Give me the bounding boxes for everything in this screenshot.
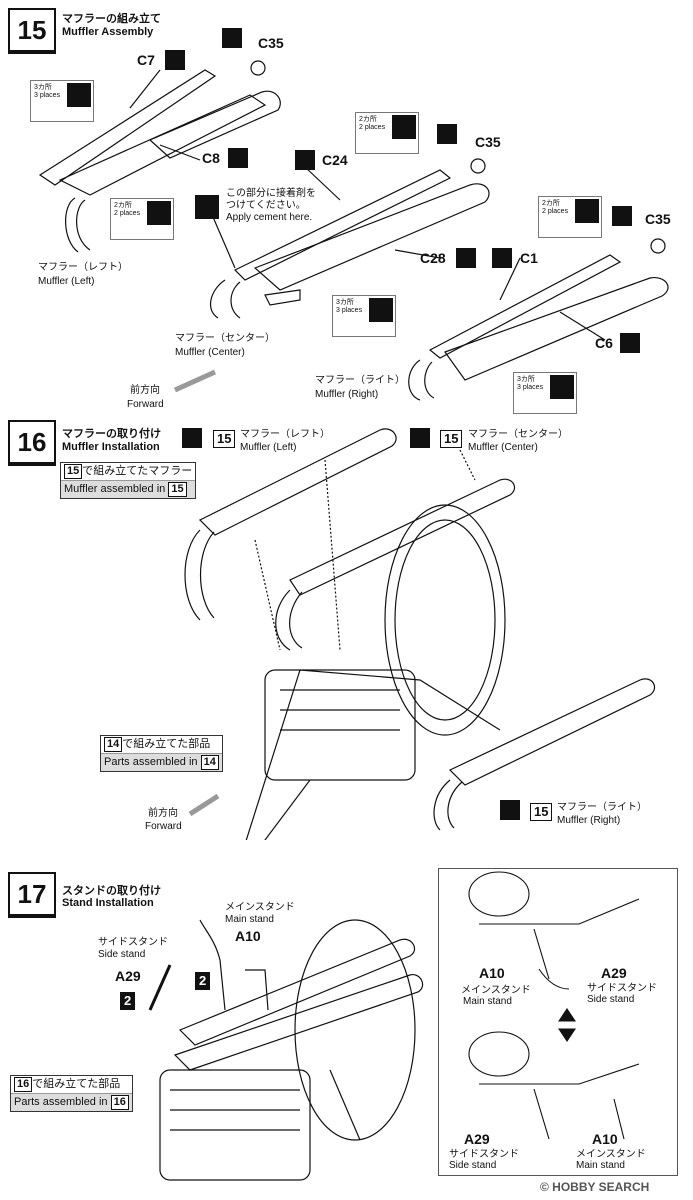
step-16-title-en: Muffler Installation: [62, 441, 160, 453]
cement-icon: [195, 195, 219, 219]
cement-note-jp: この部分に接着剤を つけてください。: [226, 188, 316, 211]
step-15-title-jp: マフラーの組み立て: [62, 13, 161, 25]
part-c6: C6: [595, 335, 613, 351]
cement-note-en: Apply cement here.: [226, 212, 313, 223]
glue-icon: [67, 83, 91, 107]
step-ref-15-center: 15: [440, 430, 463, 448]
step-16-number: 16: [8, 420, 56, 464]
inset-a10-top: A10: [479, 965, 505, 981]
step-15-illustration: [38, 60, 669, 401]
forward-en-16: Forward: [145, 821, 182, 832]
inset-a29-top: A29: [601, 965, 627, 981]
places-3-callout: 3カ所 3 places: [30, 80, 94, 122]
cut-icon: [228, 148, 248, 168]
inset-a29-bottom: A29: [464, 1131, 490, 1147]
step-17-title-jp: スタンドの取り付け: [62, 885, 161, 897]
forward-jp-16: 前方向: [148, 808, 178, 819]
part-c28: C28: [420, 250, 446, 266]
install-muffler-left-jp: マフラー（レフト）: [240, 429, 330, 440]
step-ref-15-left: 15: [213, 430, 236, 448]
glue-icon: [369, 298, 393, 322]
glue-icon: [550, 375, 574, 399]
step-17-title-en: Stand Installation: [62, 897, 154, 909]
step-16-rule: [8, 464, 56, 466]
cut-icon: [492, 248, 512, 268]
part-c8: C8: [202, 150, 220, 166]
cut-icon: [437, 124, 457, 144]
install-muffler-right-jp: マフラー（ライト）: [557, 802, 647, 813]
forward-jp: 前方向: [130, 385, 160, 396]
inset-side-en-bottom: Side stand: [449, 1160, 497, 1171]
cut-icon: [410, 428, 430, 448]
inset-main-en-bottom: Main stand: [576, 1160, 625, 1171]
part-c24: C24: [322, 152, 348, 168]
inset-main-en-top: Main stand: [463, 996, 512, 1007]
forward-en: Forward: [127, 399, 164, 410]
qty-2-a29: 2: [120, 992, 136, 1010]
step-15-number: 15: [8, 8, 56, 52]
muffler-center-en: Muffler (Center): [175, 347, 245, 358]
glue-icon: [147, 201, 171, 225]
part-c35-a: C35: [258, 35, 284, 51]
step-17-number: 17: [8, 872, 56, 916]
inset-a10-bottom: A10: [592, 1131, 618, 1147]
cut-icon: [222, 28, 242, 48]
inset-side-jp-bottom: サイドスタンド: [449, 1149, 519, 1160]
glue-icon: [392, 115, 416, 139]
side-stand-jp: サイドスタンド: [98, 937, 168, 948]
inset-illustration: [468, 871, 640, 1140]
part-c35-c: C35: [645, 211, 671, 227]
step-15-rule: [8, 52, 56, 54]
step-17-rule: [8, 916, 56, 918]
inset-side-jp-top: サイドスタンド: [587, 983, 657, 994]
cut-icon: [500, 800, 520, 820]
step-16-title-jp: マフラーの取り付け: [62, 428, 161, 440]
places-3-callout: 3カ所 3 places: [513, 372, 577, 414]
step-17-illustration: [148, 919, 424, 1181]
step-15-title-en: Muffler Assembly: [62, 26, 154, 38]
places-3-callout: 3カ所 3 places: [332, 295, 396, 337]
muffler-left-jp: マフラー（レフト）: [38, 262, 128, 273]
muffler-center-jp: マフラー（センター）: [175, 333, 275, 344]
cut-icon: [456, 248, 476, 268]
part-a10: A10: [235, 928, 261, 944]
places-2-callout: 2カ所 2 places: [538, 196, 602, 238]
main-stand-en: Main stand: [225, 914, 274, 925]
part-c7: C7: [137, 52, 155, 68]
cut-icon: [620, 333, 640, 353]
cut-icon: [182, 428, 202, 448]
step-ref-15-right: 15: [530, 803, 553, 821]
glue-icon: [575, 199, 599, 223]
install-muffler-center-jp: マフラー（センター）: [468, 429, 568, 440]
main-stand-jp: メインスタンド: [225, 902, 295, 913]
muffler-right-en: Muffler (Right): [315, 389, 379, 400]
part-a29: A29: [115, 968, 141, 984]
qty-2-a10: 2: [195, 972, 211, 990]
inset-main-jp-bottom: メインスタンド: [576, 1149, 646, 1160]
inset-main-jp-top: メインスタンド: [461, 985, 531, 996]
places-2-callout: 2カ所 2 places: [110, 198, 174, 240]
step-16-illustration: [184, 428, 655, 840]
muffler-left-en: Muffler (Left): [38, 276, 95, 287]
cut-icon: [295, 150, 315, 170]
muffler-right-jp: マフラー（ライト）: [315, 375, 405, 386]
side-stand-en: Side stand: [98, 949, 146, 960]
cut-icon: [612, 206, 632, 226]
part-c35-b: C35: [475, 134, 501, 150]
inset-side-en-top: Side stand: [587, 994, 635, 1005]
install-muffler-center-en: Muffler (Center): [468, 442, 538, 453]
places-2-callout: 2カ所 2 places: [355, 112, 419, 154]
cut-icon: [165, 50, 185, 70]
install-muffler-left-en: Muffler (Left): [240, 442, 297, 453]
watermark: © HOBBY SEARCH: [540, 1180, 650, 1194]
install-muffler-right-en: Muffler (Right): [557, 815, 621, 826]
stand-detail-inset: A10 メインスタンド Main stand A29 サイドスタンド Side …: [438, 868, 678, 1176]
part-c1: C1: [520, 250, 538, 266]
